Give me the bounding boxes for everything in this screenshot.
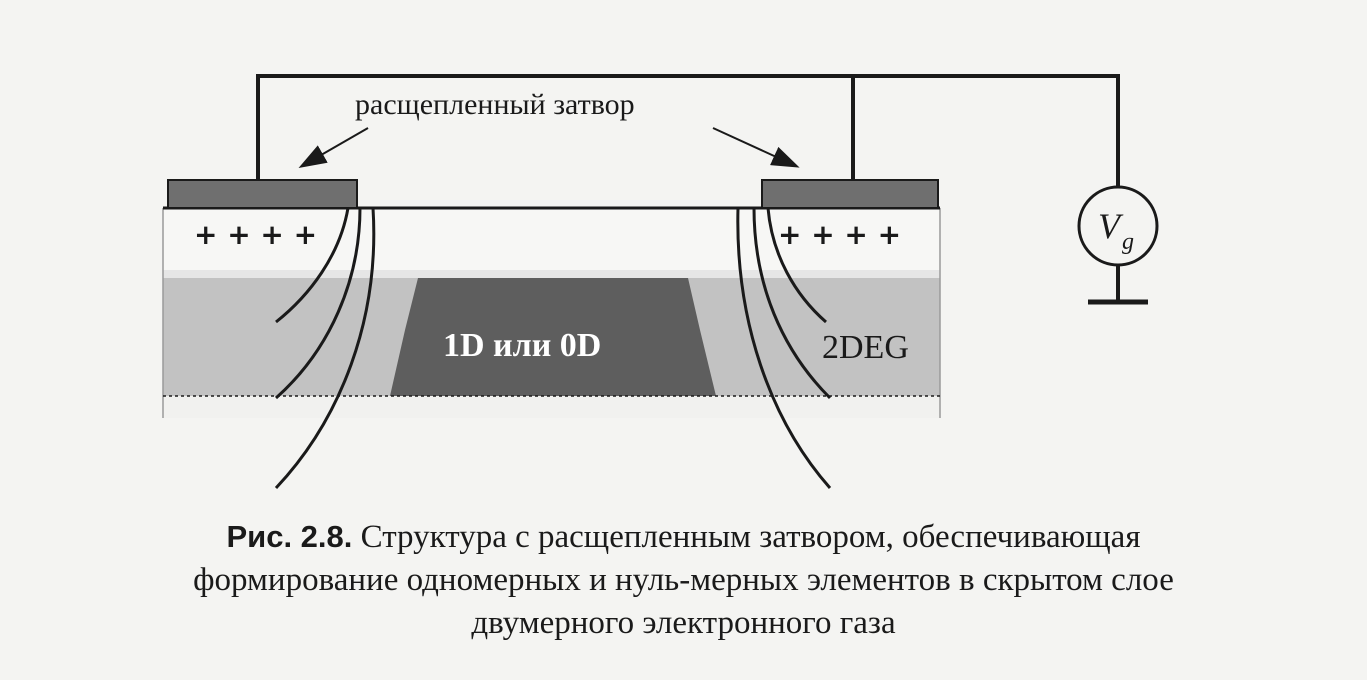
voltmeter-circle — [1077, 185, 1159, 267]
caption-line-2: формирование одномерных и нуль-мерных эл… — [193, 562, 1174, 598]
voltmeter-subscript: g — [1122, 229, 1134, 255]
2deg-label: 2DEG — [822, 329, 909, 366]
cap-layer — [163, 208, 940, 278]
right-gate-electrode — [761, 179, 939, 209]
field-line-right-1 — [766, 207, 827, 324]
caption-line-3: двумерного электронного газа — [471, 605, 896, 641]
plus-signs-right: + + + + — [778, 218, 901, 251]
plus-signs-left: + + + + — [194, 218, 317, 251]
voltmeter-symbol: V — [1098, 206, 1124, 246]
gate-arrow-left — [298, 127, 369, 168]
channel-label: 1D или 0D — [443, 327, 601, 364]
field-line-right-2 — [752, 207, 832, 400]
gate-arrow-right — [712, 127, 800, 168]
figure-caption: Рис. 2.8. Структура с расщепленным затво… — [40, 515, 1327, 645]
field-line-left-3 — [274, 207, 376, 490]
left-gate-electrode — [167, 179, 358, 209]
field-line-left-2 — [275, 207, 362, 400]
channel-region — [390, 278, 716, 396]
substrate-layer — [163, 396, 940, 418]
field-line-left-1 — [275, 207, 350, 324]
caption-line-1: Рис. 2.8. Структура с расщепленным затво… — [40, 515, 1327, 559]
gate-label: расщепленный затвор — [355, 88, 635, 121]
figure-number: Рис. 2.8. — [226, 519, 353, 554]
split-gate-diagram: V g расщепленный затвор + + + + + + + + … — [162, 74, 1159, 490]
wire-left-gate — [256, 74, 1120, 188]
field-line-right-3 — [736, 207, 832, 489]
caption-text-1: Структура с расщепленным затвором, обесп… — [360, 519, 1141, 555]
